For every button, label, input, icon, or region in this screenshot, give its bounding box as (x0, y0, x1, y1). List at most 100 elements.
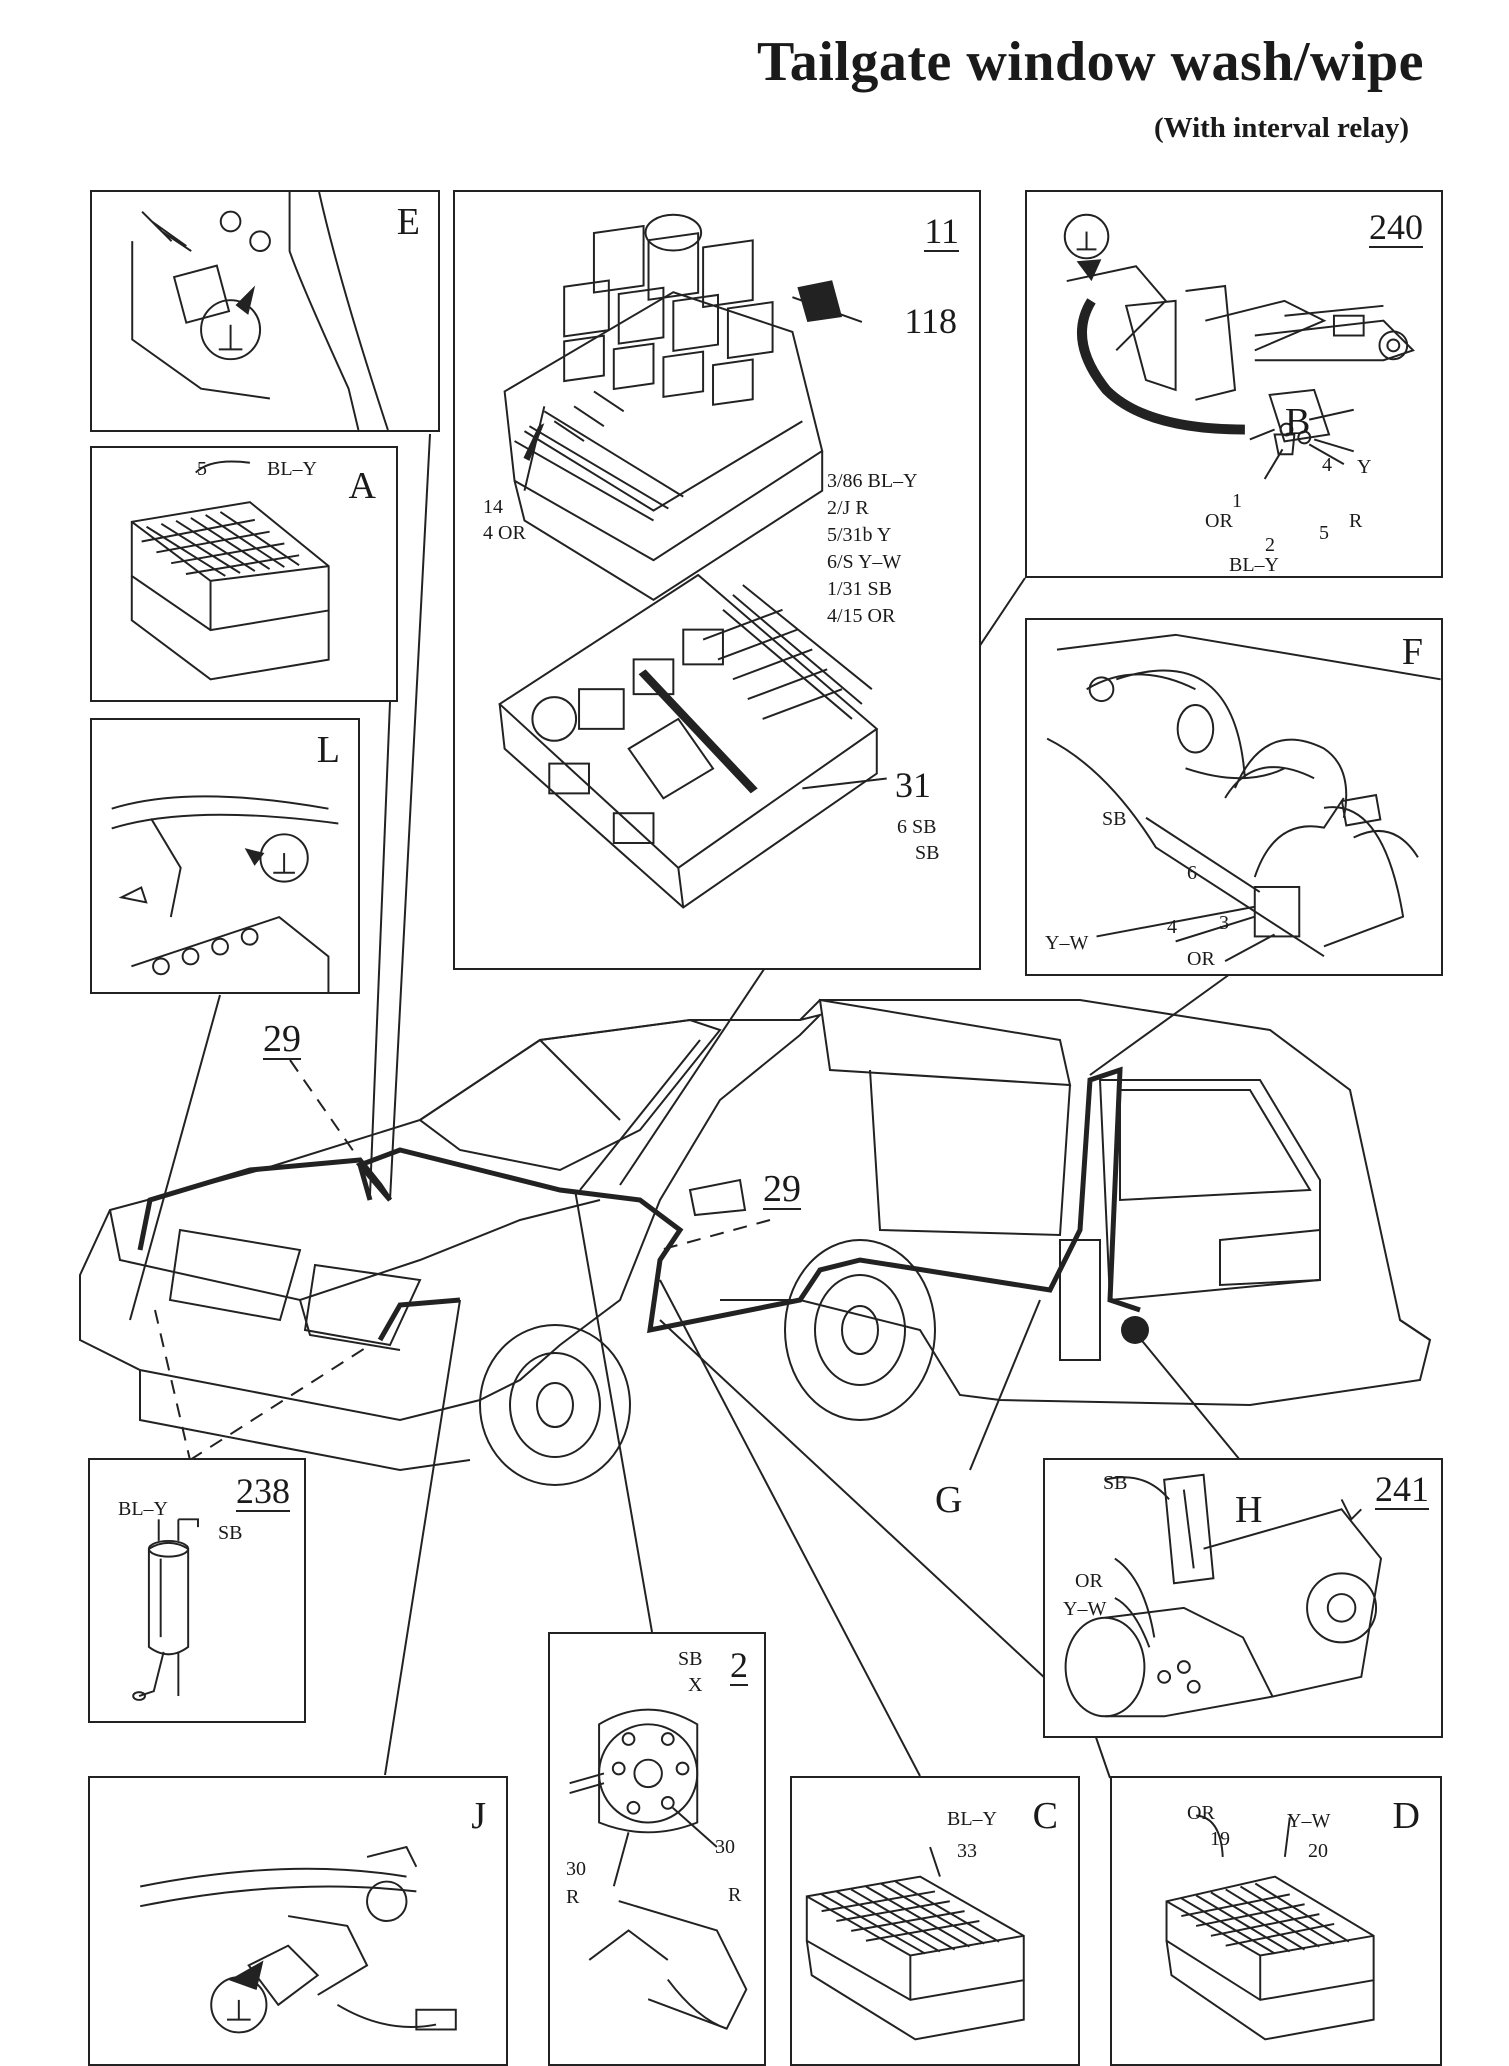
component-number-2: 2 (730, 1645, 748, 1686)
harness-f-pin-6: 6 (1187, 862, 1197, 884)
panel-e: E (90, 190, 440, 432)
leader-line-238b (189, 1344, 371, 1461)
connector-d-pin-19: 19 (1210, 1828, 1230, 1850)
connector-a-wire: BL–Y (267, 458, 317, 480)
leader-line-g (969, 1299, 1041, 1471)
relay-pin-0: 3/86 BL–Y (827, 470, 918, 492)
component-number-241: 241 (1375, 1469, 1429, 1510)
component-number-240: 240 (1369, 207, 1423, 248)
fuse-pin-6-sb: 6 SB (897, 816, 937, 838)
panel-letter-f: F (1401, 631, 1423, 673)
leader-line-d (659, 1319, 1091, 1721)
panel-f: F SB 6 Y–W 4 3 OR (1025, 618, 1443, 976)
relay-pin-3: 6/S Y–W (827, 551, 902, 573)
relay-pin-14: 14 (483, 496, 503, 518)
connector-a-pin: 5 (197, 458, 207, 480)
page-subtitle: (With interval relay) (1153, 112, 1409, 144)
panel-2: 2 SB X 30 R 30 R (548, 1632, 766, 2066)
harness-f-pin-3: 3 (1219, 912, 1229, 934)
relay-number-118: 118 (904, 301, 957, 341)
connector-c-pin: 33 (957, 1840, 977, 1862)
harness-f-y-w: Y–W (1045, 932, 1089, 954)
relay-pin-4-or: 4 OR (483, 522, 526, 544)
central-electrical-unit-illustration (498, 213, 887, 909)
component-number-238: 238 (236, 1471, 290, 1512)
callout-29-door: 29 (763, 1168, 801, 1210)
switch-x: X (688, 1674, 703, 1696)
connector-b-y: Y (1357, 456, 1372, 478)
switch-sb: SB (678, 1648, 703, 1670)
connector-b-pin-4: 4 (1322, 454, 1332, 476)
panel-c: C BL–Y 33 (790, 1776, 1080, 2066)
leader-line-241 (1124, 1319, 1241, 1461)
leader-line-c (659, 1279, 921, 1777)
connector-d-or: OR (1187, 1802, 1215, 1824)
leader-line-2 (574, 1189, 653, 1633)
leader-line-238 (154, 1309, 191, 1461)
tailgate-harness-illustration (1046, 633, 1441, 963)
panel-d: D OR 19 Y–W 20 (1110, 1776, 1442, 2066)
switch-r-right: R (728, 1884, 742, 1906)
leader-line-j (384, 1299, 461, 1776)
component-number-11: 11 (924, 211, 959, 252)
panel-240: 240 B 4 Y 1 OR R 5 2 BL–Y (1025, 190, 1443, 578)
harness-f-sb: SB (1102, 808, 1127, 830)
leader-line-29b (659, 1219, 771, 1251)
panel-letter-j: J (471, 1795, 486, 1837)
connector-b-pin-2: 2 (1265, 534, 1275, 556)
panel-letter-d: D (1392, 1795, 1420, 1837)
connector-b-pin-1: 1 (1232, 490, 1242, 512)
wiper-switch-illustration (1063, 213, 1415, 480)
pump-bl-y: BL–Y (118, 1498, 168, 1520)
wiper-motor-illustration (1064, 1473, 1383, 1718)
switch-pin-30-left: 30 (566, 1858, 586, 1880)
connector-c-wire: BL–Y (947, 1808, 997, 1830)
leader-line-a (369, 701, 391, 1196)
fuse-pin-sb: SB (915, 842, 940, 864)
leader-line-e (389, 433, 431, 1201)
leader-line-f (1089, 973, 1231, 1076)
wiring-harness (137, 1066, 1141, 1334)
harness-f-pin-4: 4 (1167, 916, 1177, 938)
car-rear-outline (720, 999, 1432, 1407)
relay-pin-list: 3/86 BL–Y 2/J R 5/31b Y 6/S Y–W 1/31 SB … (827, 468, 918, 630)
washer-pump-illustration (132, 1518, 199, 1701)
relay-pin-2: 5/31b Y (827, 524, 892, 546)
pump-sb: SB (218, 1522, 243, 1544)
panel-letter-a: A (348, 465, 376, 507)
switch-r-left: R (566, 1886, 580, 1908)
relay-pin-5: 4/15 OR (827, 605, 896, 627)
panel-letter-e: E (396, 201, 420, 243)
panel-letter-c: C (1032, 1795, 1058, 1837)
callout-g: G (935, 1479, 963, 1521)
relay-pin-1: 2/J R (827, 497, 869, 519)
connector-b: B (1285, 401, 1311, 443)
connector-d-y-w: Y–W (1287, 1810, 1331, 1832)
motor-or: OR (1075, 1570, 1103, 1592)
panel-j: J (88, 1776, 508, 2066)
relay-pin-4: 1/31 SB (827, 578, 893, 600)
motor-sb: SB (1103, 1472, 1128, 1494)
panel-241: 241 H SB OR Y–W (1043, 1458, 1443, 1738)
connector-c-illustration (805, 1846, 1025, 2041)
connector-b-r: R (1349, 510, 1363, 532)
page-title: Tailgate window wash/wipe (757, 31, 1424, 93)
leader-line-11 (579, 1039, 701, 1191)
connector-b-bl-y: BL–Y (1229, 554, 1279, 576)
connector-b-pin-5: 5 (1319, 522, 1329, 544)
ignition-switch-illustration (569, 1708, 748, 2030)
panel-letter-l: L (316, 729, 340, 771)
ground-point-illustration (131, 192, 389, 430)
panel-238: 238 BL–Y SB (88, 1458, 306, 1723)
panel-11: 11 118 14 4 OR 3/86 BL–Y 2/J R 5/31b Y 6… (453, 190, 981, 970)
motor-y-w: Y–W (1063, 1598, 1107, 1620)
panel-l: L (90, 718, 360, 994)
harness-f-or: OR (1187, 948, 1215, 970)
fuse-number-31: 31 (895, 765, 931, 805)
connector-d-pin-20: 20 (1308, 1840, 1328, 1862)
switch-pin-30-right: 30 (715, 1836, 735, 1858)
connector-h: H (1235, 1489, 1263, 1531)
callout-29-front: 29 (263, 1018, 301, 1060)
ground-point-j-illustration (140, 1845, 457, 2034)
connector-d-illustration (1165, 1814, 1375, 2041)
